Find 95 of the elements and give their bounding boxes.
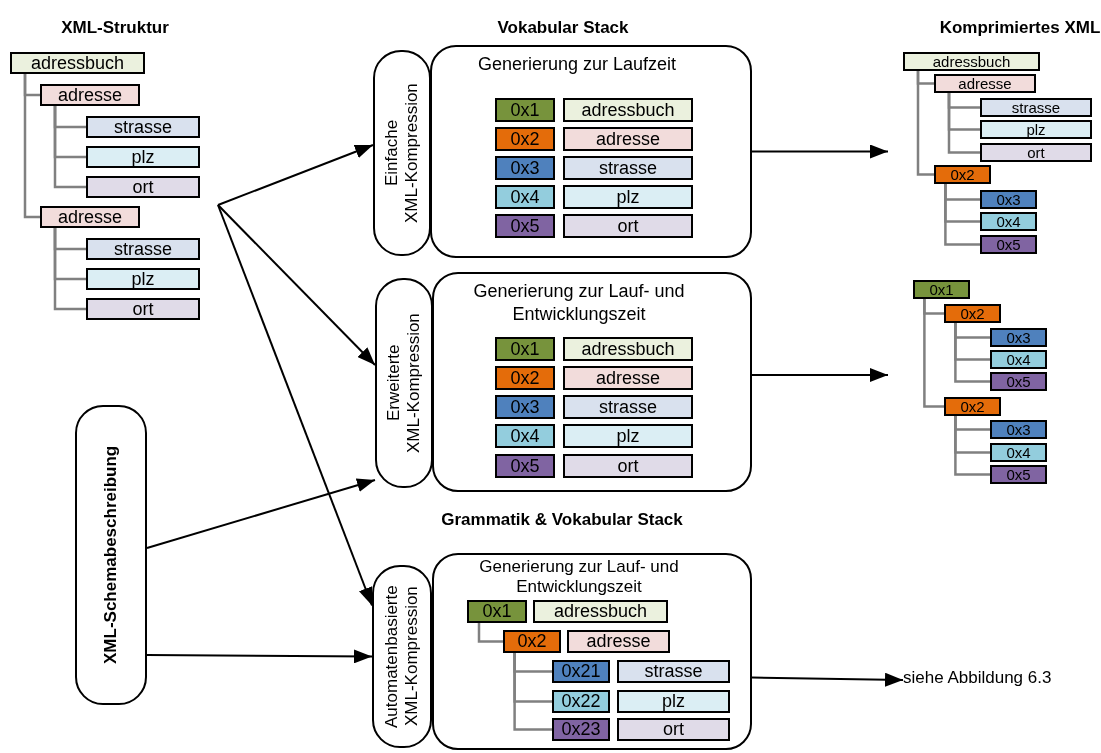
element-tag: adresse	[563, 127, 693, 151]
element-tag: 0x2	[495, 127, 555, 151]
element-tag: strasse	[86, 116, 200, 138]
compressed-tag: 0x2	[944, 304, 1001, 323]
panel-heading: Generierung zur Lauf- und Entwicklungszeit	[478, 557, 680, 597]
compressed-tag: 0x5	[990, 465, 1047, 484]
compressed-tag: 0x5	[980, 235, 1037, 254]
rounded-label-box	[75, 405, 147, 705]
element-tag: adressbuch	[563, 98, 693, 122]
rounded-panel	[432, 272, 752, 492]
arrow	[751, 368, 889, 382]
element-tag: adresse	[563, 366, 693, 390]
element-tag: ort	[563, 214, 693, 238]
element-tag: 0x1	[495, 98, 555, 122]
arrow	[146, 478, 376, 549]
element-tag: ort	[617, 718, 730, 741]
arrow	[217, 144, 374, 206]
column-heading: Grammatik & Vokabular Stack	[441, 510, 683, 530]
element-tag: strasse	[563, 395, 693, 419]
rounded-label-box	[375, 278, 433, 488]
element-tag: strasse	[617, 660, 730, 683]
compressed-tag: strasse	[980, 98, 1092, 117]
panel-heading: Generierung zur Lauf- und Entwicklungszeit	[472, 280, 686, 327]
element-tag: adresse	[567, 630, 670, 653]
rounded-panel	[432, 553, 752, 750]
compressed-tag: plz	[980, 120, 1092, 139]
element-tag: plz	[563, 424, 693, 448]
element-tag: plz	[563, 185, 693, 209]
tree-line	[954, 323, 990, 383]
element-tag: 0x3	[495, 395, 555, 419]
element-tag: 0x4	[495, 185, 555, 209]
compressed-tag: adresse	[934, 74, 1036, 93]
tree-line	[23, 74, 40, 219]
compressed-tag: 0x3	[990, 420, 1047, 439]
tree-line	[954, 416, 990, 476]
element-tag: strasse	[563, 156, 693, 180]
compressed-tag: 0x2	[944, 397, 1001, 416]
column-heading: XML-Struktur	[61, 18, 169, 38]
vertical-heading: XML-Schemabeschreibung	[100, 444, 121, 667]
element-tag: plz	[617, 690, 730, 713]
compressed-tag: 0x4	[990, 350, 1047, 369]
element-tag: 0x22	[552, 690, 610, 713]
vertical-text: Erweiterte XML-Kompression	[383, 312, 424, 455]
compressed-tag: 0x4	[980, 212, 1037, 231]
tree-line	[53, 106, 86, 189]
element-tag: 0x2	[503, 630, 561, 653]
tree-line	[53, 228, 86, 311]
tree-line	[916, 71, 934, 176]
note-text: siehe Abbildung 6.3	[903, 668, 1093, 692]
element-tag: 0x1	[495, 337, 555, 361]
element-tag: adressbuch	[533, 600, 668, 623]
vertical-text: Automatenbasierte XML-Kompression	[381, 584, 422, 730]
element-tag: 0x4	[495, 424, 555, 448]
rounded-label-box	[372, 565, 432, 748]
arrow	[217, 204, 373, 607]
compressed-tag: 0x3	[980, 190, 1037, 209]
element-tag: 0x5	[495, 454, 555, 478]
compressed-tag: adressbuch	[903, 52, 1040, 71]
element-tag: adressbuch	[10, 52, 145, 74]
element-tag: adressbuch	[563, 337, 693, 361]
element-tag: strasse	[86, 238, 200, 260]
element-tag: ort	[563, 454, 693, 478]
arrow	[146, 649, 373, 664]
element-tag: adresse	[40, 84, 140, 106]
compressed-tag: 0x1	[913, 280, 970, 299]
element-tag: 0x21	[552, 660, 610, 683]
element-tag: 0x23	[552, 718, 610, 741]
element-tag: plz	[86, 268, 200, 290]
tree-line	[944, 184, 980, 246]
element-tag: 0x5	[495, 214, 555, 238]
compressed-tag: 0x5	[990, 372, 1047, 391]
compressed-tag: 0x4	[990, 443, 1047, 462]
tree-line	[947, 93, 980, 154]
tree-line	[477, 623, 503, 643]
arrow	[751, 672, 904, 687]
element-tag: 0x2	[495, 366, 555, 390]
rounded-label-box	[373, 50, 431, 256]
arrow	[751, 144, 889, 159]
arrow	[217, 204, 376, 366]
element-tag: adresse	[40, 206, 140, 228]
column-heading: Komprimiertes XML	[939, 18, 1101, 38]
vertical-text: Einfache XML-Kompression	[381, 82, 422, 225]
panel-heading: Generierung zur Laufzeit	[476, 53, 678, 76]
compressed-tag: ort	[980, 143, 1092, 162]
element-tag: ort	[86, 298, 200, 320]
element-tag: 0x3	[495, 156, 555, 180]
tree-line	[923, 299, 944, 408]
element-tag: ort	[86, 176, 200, 198]
rounded-panel	[430, 45, 752, 258]
tree-line	[513, 653, 552, 731]
element-tag: plz	[86, 146, 200, 168]
compressed-tag: 0x2	[934, 165, 991, 184]
element-tag: 0x1	[467, 600, 527, 623]
column-heading: Vokabular Stack	[497, 18, 629, 38]
compressed-tag: 0x3	[990, 328, 1047, 347]
